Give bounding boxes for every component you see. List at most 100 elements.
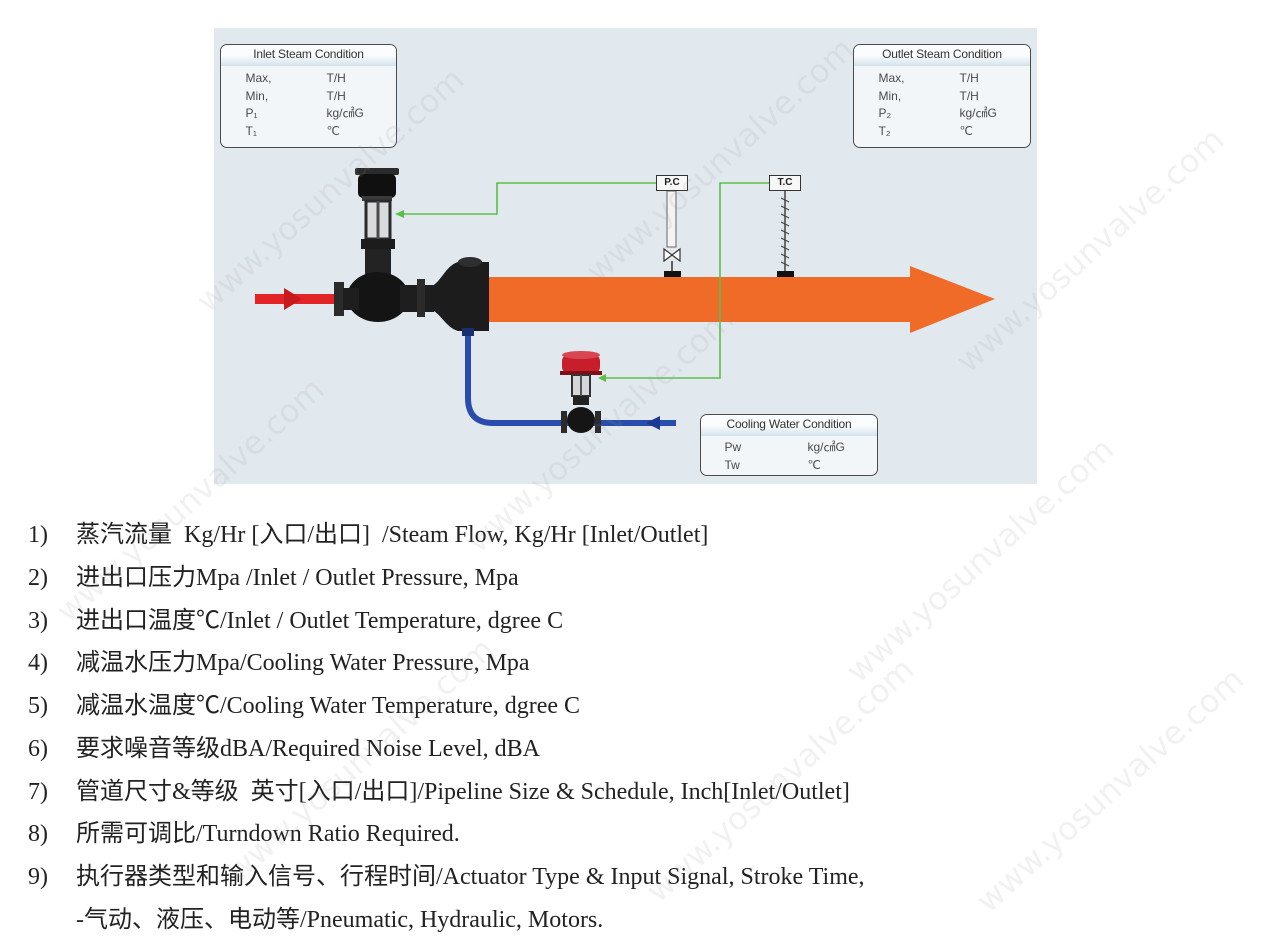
pressure-sensor-valve <box>663 247 681 263</box>
condition-row: Pw kg/㎠G <box>701 438 877 456</box>
valve-outlet-flange <box>417 279 425 317</box>
valve-actuator-rim <box>362 196 392 201</box>
condition-unit: T/H <box>326 71 346 85</box>
condition-label: Max, <box>878 71 905 85</box>
temperature-sensor <box>777 191 794 277</box>
outlet-steam-condition-title: Outlet Steam Condition <box>854 45 1030 66</box>
control-valve-right-flange <box>595 411 601 433</box>
condition-row: Max, T/H <box>221 70 396 88</box>
pressure-controller-tag: P.C <box>656 175 688 191</box>
control-valve-actuator-flange <box>560 371 602 375</box>
list-item: 4) 减温水压力Mpa/Cooling Water Pressure, Mpa <box>28 648 1228 678</box>
condition-unit: T/H <box>959 71 979 85</box>
inlet-steam-condition-rows: Max, T/H Min, T/H P₁ kg/㎠G T₁ ℃ <box>221 70 396 140</box>
condition-unit: ℃ <box>959 123 973 138</box>
desuperheater-valve <box>334 168 489 336</box>
condition-unit: kg/㎠G <box>807 440 845 454</box>
list-item-text: 减温水压力Mpa/Cooling Water Pressure, Mpa <box>76 650 530 677</box>
list-item-text: 减温水温度℃/Cooling Water Temperature, dgree … <box>76 693 581 720</box>
condition-row: Max, T/H <box>854 70 1030 88</box>
pressure-signal-line <box>402 182 656 215</box>
desuperheater-bell <box>430 262 489 331</box>
list-item-number: 6) <box>28 735 48 762</box>
outlet-steam-arrow <box>488 266 995 333</box>
cooling-water-condition-rows: Pw kg/㎠G Tw ℃ <box>701 438 877 474</box>
inlet-steam-arrow <box>284 288 302 310</box>
outlet-steam-condition-box: Outlet Steam Condition Max, T/H Min, T/H… <box>853 44 1031 148</box>
list-item: 7) 管道尺寸&等级 英寸[入口/出口]/Pipeline Size & Sch… <box>28 777 1228 807</box>
list-item: 6) 要求噪音等级dBA/Required Noise Level, dBA <box>28 734 1228 764</box>
list-item-number: 1) <box>28 522 48 548</box>
pressure-sensor-base <box>664 271 681 277</box>
list-item: 2) 进出口压力Mpa /Inlet / Outlet Pressure, Mp… <box>28 563 1228 593</box>
list-item-number: 8) <box>28 821 48 848</box>
control-valve-actuator <box>562 355 600 373</box>
condition-row: P₁ kg/㎠G <box>221 105 396 123</box>
list-item-number: 5) <box>28 693 48 720</box>
list-item-text: 进出口压力Mpa /Inlet / Outlet Pressure, Mpa <box>76 564 519 591</box>
temperature-controller-tag: T.C <box>769 175 801 191</box>
inlet-steam-condition-title: Inlet Steam Condition <box>221 45 396 66</box>
condition-unit: ℃ <box>326 123 340 138</box>
requirements-list: 1) 蒸汽流量 Kg/Hr [入口/出口] /Steam Flow, Kg/Hr… <box>28 520 1228 935</box>
condition-row: Min, T/H <box>854 88 1030 106</box>
valve-body <box>347 272 409 322</box>
list-item-text: 管道尺寸&等级 英寸[入口/出口]/Pipeline Size & Schedu… <box>76 778 850 805</box>
condition-label: Min, <box>245 88 269 103</box>
valve-inlet-flange <box>334 282 344 316</box>
pressure-sensor-tube <box>666 190 677 248</box>
condition-row: Min, T/H <box>221 88 396 106</box>
list-item-number: 7) <box>28 778 48 805</box>
valve-bonnet-flange <box>361 239 395 249</box>
list-item: 8) 所需可调比/Turndown Ratio Required. <box>28 819 1228 849</box>
condition-row: Tw ℃ <box>701 456 877 474</box>
temperature-signal-arrow <box>598 374 606 382</box>
cooling-water-condition-title: Cooling Water Condition <box>701 415 877 436</box>
valve-actuator-housing <box>358 174 396 198</box>
desuperheater-diagram <box>214 28 1037 484</box>
desuperheater-top-nozzle <box>458 257 482 267</box>
condition-label: T₂ <box>878 123 891 138</box>
control-valve-bonnet <box>573 396 589 405</box>
condition-unit: ℃ <box>807 458 821 472</box>
inlet-steam-condition-box: Inlet Steam Condition Max, T/H Min, T/H … <box>220 44 397 148</box>
list-item-number: 3) <box>28 607 48 634</box>
condition-label: P₁ <box>245 106 258 121</box>
list-item-number: 9) <box>28 864 48 891</box>
desuperheater-bottom-nozzle <box>462 328 474 336</box>
condition-label: Min, <box>878 88 902 103</box>
condition-row: T₁ ℃ <box>221 123 396 141</box>
valve-actuator-cap <box>355 168 399 175</box>
list-item-text: 执行器类型和输入信号、行程时间/Actuator Type & Input Si… <box>76 864 865 891</box>
valve-inlet-neck <box>343 288 359 310</box>
cooling-water-pipe <box>465 332 676 426</box>
condition-unit: kg/㎠G <box>326 106 364 121</box>
condition-row: P₂ kg/㎠G <box>854 105 1030 123</box>
list-item: 3) 进出口温度℃/Inlet / Outlet Temperature, dg… <box>28 606 1228 636</box>
condition-unit: kg/㎠G <box>959 106 997 121</box>
list-item-number: 4) <box>28 650 48 677</box>
list-item-text: 所需可调比/Turndown Ratio Required. <box>76 821 460 848</box>
list-item-text: 要求噪音等级dBA/Required Noise Level, dBA <box>76 735 540 762</box>
condition-unit: T/H <box>326 88 346 103</box>
outlet-steam-condition-rows: Max, T/H Min, T/H P₂ kg/㎠G T₂ ℃ <box>854 70 1030 140</box>
control-valve-actuator-top <box>562 351 600 359</box>
temperature-sensor-marks <box>780 197 790 267</box>
list-item-text-continued: -气动、液压、电动等/Pneumatic, Hydraulic, Motors. <box>76 906 604 933</box>
condition-label: Pw <box>724 440 742 454</box>
list-item-text: 进出口温度℃/Inlet / Outlet Temperature, dgree… <box>76 607 564 634</box>
condition-label: Tw <box>724 458 740 472</box>
control-valve-body <box>567 407 595 433</box>
list-item-text: 蒸汽流量 Kg/Hr [入口/出口] /Steam Flow, Kg/Hr [I… <box>76 522 709 548</box>
pressure-sensor <box>663 190 681 277</box>
list-item: 1) 蒸汽流量 Kg/Hr [入口/出口] /Steam Flow, Kg/Hr… <box>28 520 1228 550</box>
control-valve-left-flange <box>561 411 567 433</box>
condition-label: T₁ <box>245 123 257 138</box>
cooling-water-control-valve <box>560 351 602 433</box>
cooling-water-flow-arrow <box>646 416 660 430</box>
list-item: 5) 减温水温度℃/Cooling Water Temperature, dgr… <box>28 691 1228 721</box>
list-item: 9) 执行器类型和输入信号、行程时间/Actuator Type & Input… <box>28 862 1228 935</box>
pressure-signal-arrow <box>395 210 404 218</box>
temperature-signal-line <box>605 182 769 379</box>
temperature-sensor-base <box>777 271 794 277</box>
